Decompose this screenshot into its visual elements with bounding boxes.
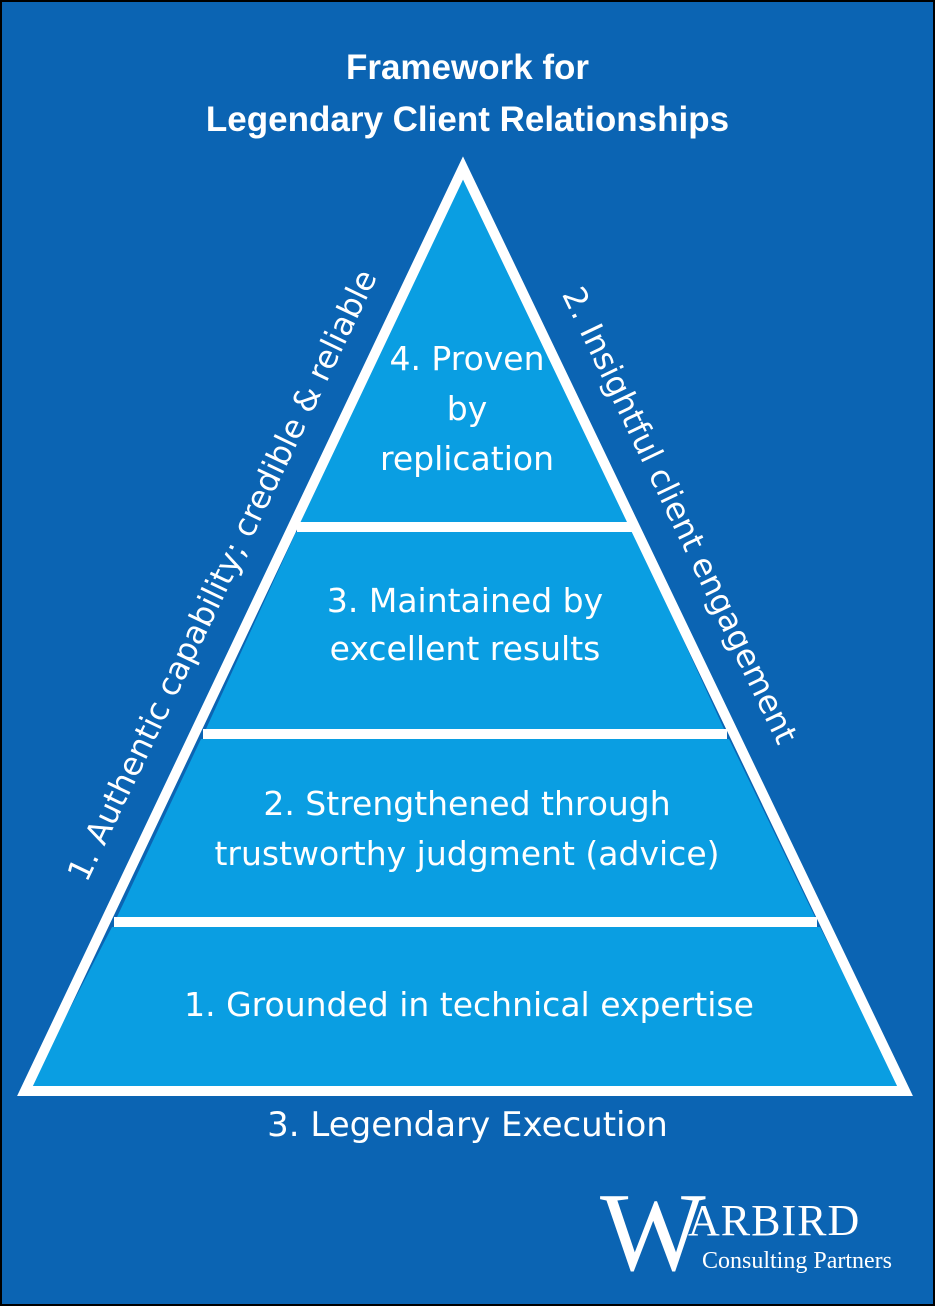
logo-wordmark: ARBIRD [688, 1196, 861, 1245]
tier-4-shape [300, 175, 629, 522]
tier-4-line-2: by [447, 389, 487, 428]
tier-2-line-2: trustworthy judgment (advice) [214, 834, 719, 873]
tier-3-line-2: excellent results [330, 629, 601, 668]
logo-subtitle: Consulting Partners [702, 1248, 892, 1274]
tier-1-line-1: 1. Grounded in technical expertise [184, 985, 754, 1024]
tier-3-shape [206, 532, 724, 729]
tier-4-line-1: 4. Proven [389, 339, 544, 378]
title-line-2: Legendary Client Relationships [205, 100, 730, 139]
diagram-title: Framework for Legendary Client Relations… [0, 42, 935, 146]
warbird-logo: W ARBIRD Consulting Partners [600, 1177, 920, 1289]
bottom-side-label: 3. Legendary Execution [267, 1105, 668, 1145]
tier-4-line-3: replication [380, 439, 554, 478]
title-line-1: Framework for [345, 48, 590, 87]
tier-2-line-1: 2. Strengthened through [263, 784, 670, 823]
tier-1-shape [30, 927, 900, 1086]
tier-2-shape [117, 739, 815, 917]
pyramid-outline [17, 156, 913, 1096]
tier-3-line-1: 3. Maintained by [327, 581, 603, 620]
logo-initial: W [600, 1171, 706, 1295]
